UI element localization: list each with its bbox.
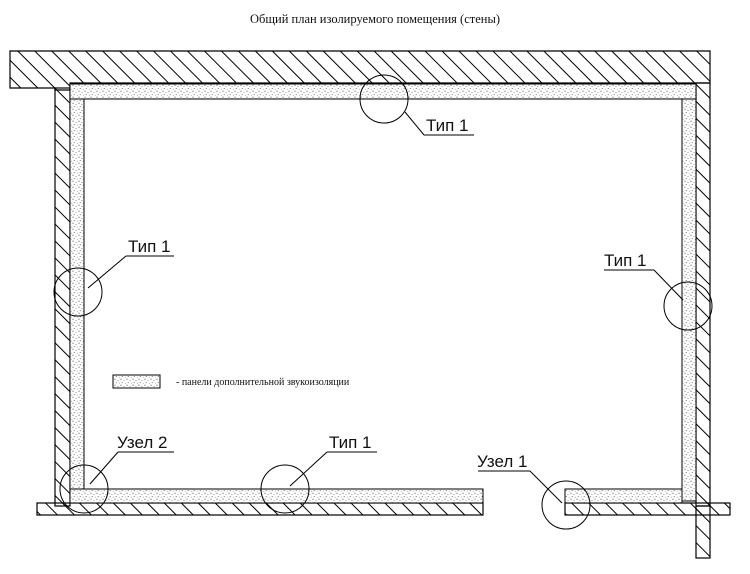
callout-label-bottom: Тип 1 — [329, 433, 372, 452]
callout-label-right: Тип 1 — [604, 251, 647, 270]
drawing-title: Общий план изолируемого помещения (стены… — [250, 12, 500, 26]
callout-top-type1: Тип 1 — [359, 74, 474, 136]
legend: - панели дополнительной звукоизоляции — [112, 374, 350, 389]
callout-right-type1: Тип 1 — [604, 251, 713, 331]
callout-label-top: Тип 1 — [426, 116, 469, 135]
callout-label-node2: Узел 2 — [117, 433, 167, 452]
left-wall — [54, 87, 71, 507]
legend-swatch — [112, 374, 161, 389]
callout-left-type1: Тип 1 — [53, 237, 174, 317]
callout-label-node1: Узел 1 — [477, 452, 527, 471]
right-wall — [695, 82, 711, 559]
callout-node1: Узел 1 — [477, 452, 591, 530]
callout-node2: Узел 2 — [59, 433, 174, 514]
callout-label-left: Тип 1 — [128, 237, 171, 256]
callout-bottom-type1: Тип 1 — [260, 433, 377, 514]
room-inner-outline — [83, 98, 683, 489]
bottom-wall-left — [36, 502, 484, 516]
legend-text: - панели дополнительной звукоизоляции — [176, 377, 350, 388]
